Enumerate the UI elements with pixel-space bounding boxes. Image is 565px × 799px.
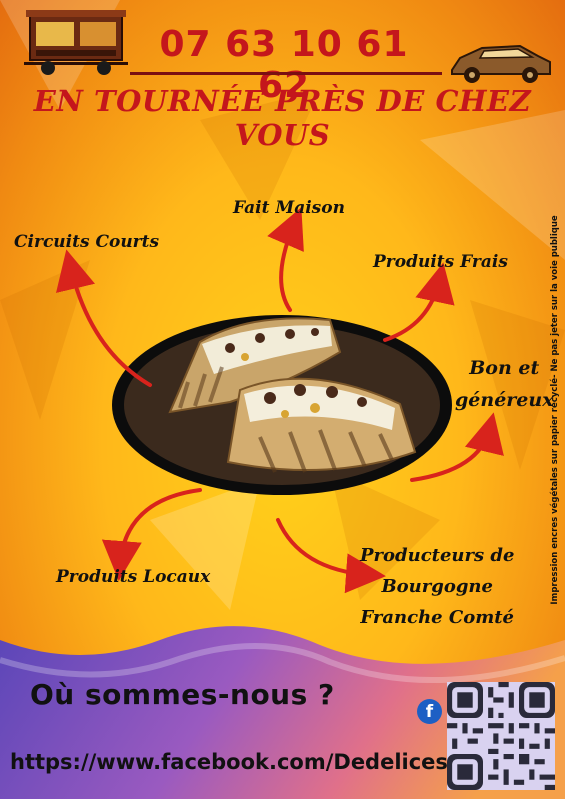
feature-label: Produits Frais bbox=[373, 252, 508, 272]
arrow-produits-locaux bbox=[101, 488, 202, 581]
arrow-bon-genereux bbox=[410, 412, 504, 482]
food-truck-icon bbox=[24, 10, 128, 75]
feature-label: Produits Locaux bbox=[56, 567, 211, 587]
arrow-circuits-courts bbox=[56, 249, 152, 387]
arrow-produits-frais bbox=[383, 262, 455, 342]
feature-label: Bourgogne bbox=[381, 576, 493, 597]
side-note: Impression encres végétales sur papier r… bbox=[550, 215, 560, 605]
qr-code-icon[interactable] bbox=[447, 682, 555, 790]
feature-circuits-courts: Circuits Courts bbox=[14, 228, 159, 257]
feature-label: généreux bbox=[455, 389, 554, 411]
background-facets bbox=[0, 90, 565, 600]
tagline: EN TOURNÉE PRÈS DE CHEZ VOUS bbox=[33, 84, 532, 152]
phone-underline bbox=[130, 72, 442, 75]
arrow-fait-maison bbox=[267, 207, 304, 312]
facebook-icon[interactable]: f bbox=[417, 699, 442, 724]
feature-label: Franche Comté bbox=[360, 607, 515, 628]
facebook-url-link[interactable]: https://www.facebook.com/Dedelices2021/ bbox=[10, 750, 515, 774]
footer-wave bbox=[0, 626, 565, 799]
side-note-wrap: Impression encres végétales sur papier r… bbox=[548, 205, 564, 615]
arrow-producteurs bbox=[276, 518, 386, 594]
feature-produits-locaux: Produits Locaux bbox=[56, 563, 210, 592]
feature-label: Bon et bbox=[469, 357, 540, 379]
feature-label: Circuits Courts bbox=[14, 232, 160, 252]
feature-label: Producteurs de bbox=[360, 545, 515, 566]
phone-number: 07 63 10 61 62 bbox=[159, 24, 409, 106]
feature-produits-frais: Produits Frais bbox=[373, 248, 508, 277]
car-icon bbox=[451, 44, 551, 83]
feature-producteurs: Producteurs de Bourgogne Franche Comté bbox=[360, 540, 514, 633]
feature-fait-maison: Fait Maison bbox=[233, 194, 345, 223]
feature-label: Fait Maison bbox=[233, 198, 345, 218]
food-photo bbox=[112, 315, 452, 495]
where-are-we-heading: Où sommes-nous ? bbox=[30, 678, 335, 711]
feature-bon-genereux: Bon et généreux bbox=[455, 352, 554, 416]
